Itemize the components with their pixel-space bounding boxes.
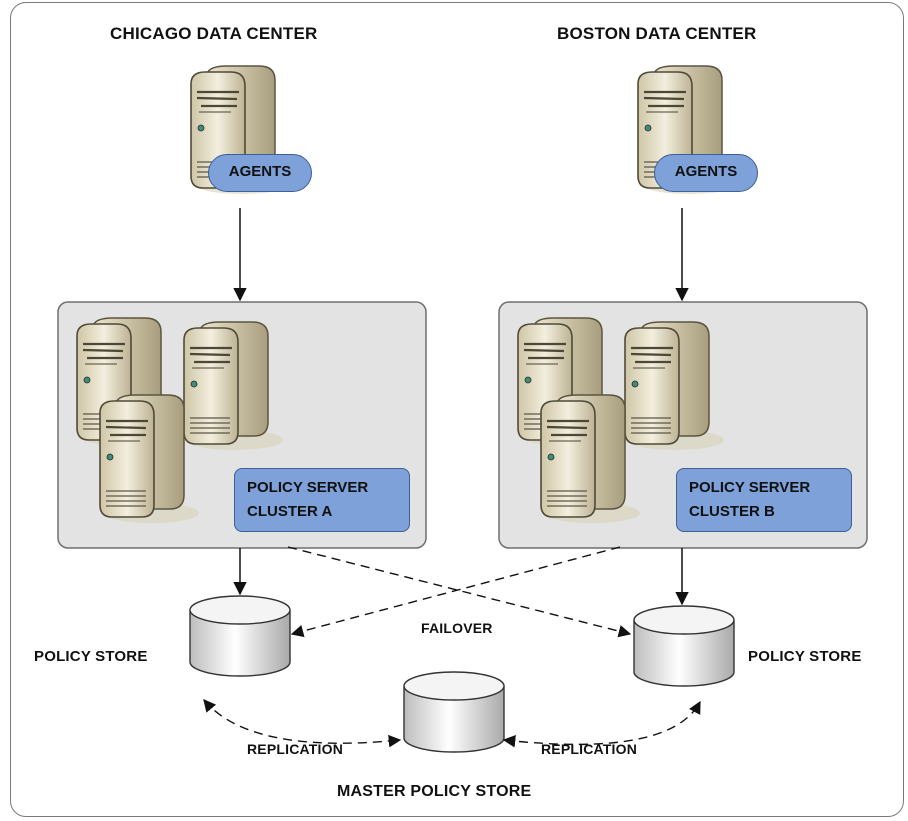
cluster-b-label-line1: POLICY SERVER — [689, 479, 811, 496]
replication-right-label: REPLICATION — [541, 741, 638, 757]
chicago-policy-store-icon — [189, 595, 291, 677]
cluster-b-tag: POLICY SERVER CLUSTER B — [676, 468, 852, 532]
replication-link-left — [203, 699, 402, 748]
master-policy-store-icon — [403, 671, 505, 753]
replication-left-label: REPLICATION — [247, 741, 344, 757]
boston-policy-store-label: POLICY STORE — [748, 648, 862, 665]
replication-link-right — [502, 700, 701, 748]
cluster-a-label-line2: CLUSTER A — [247, 503, 333, 520]
cluster-b-label-line2: CLUSTER B — [689, 503, 775, 520]
boston-datacenter-title: BOSTON DATA CENTER — [557, 24, 757, 43]
chicago-datacenter-title: CHICAGO DATA CENTER — [110, 24, 318, 43]
boston-policy-store-icon — [633, 605, 735, 687]
master-policy-store-label: MASTER POLICY STORE — [337, 783, 532, 800]
chicago-agents-tag: AGENTS — [208, 154, 312, 192]
chicago-policy-store-label: POLICY STORE — [34, 648, 148, 665]
cluster-a-label-line1: POLICY SERVER — [247, 479, 369, 496]
failover-arrow-b-to-a — [290, 546, 621, 638]
cluster-a-tag: POLICY SERVER CLUSTER A — [234, 468, 410, 532]
boston-agents-tag: AGENTS — [654, 154, 758, 192]
failover-label: FAILOVER — [421, 620, 493, 636]
diagram-frame — [10, 2, 904, 817]
